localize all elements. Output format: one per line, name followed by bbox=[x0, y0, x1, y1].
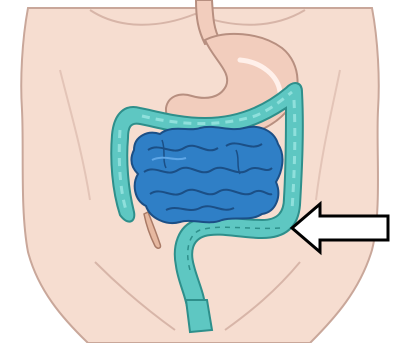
rectum bbox=[186, 300, 212, 332]
small-intestine-mass bbox=[131, 127, 282, 223]
small-intestine bbox=[131, 127, 282, 223]
